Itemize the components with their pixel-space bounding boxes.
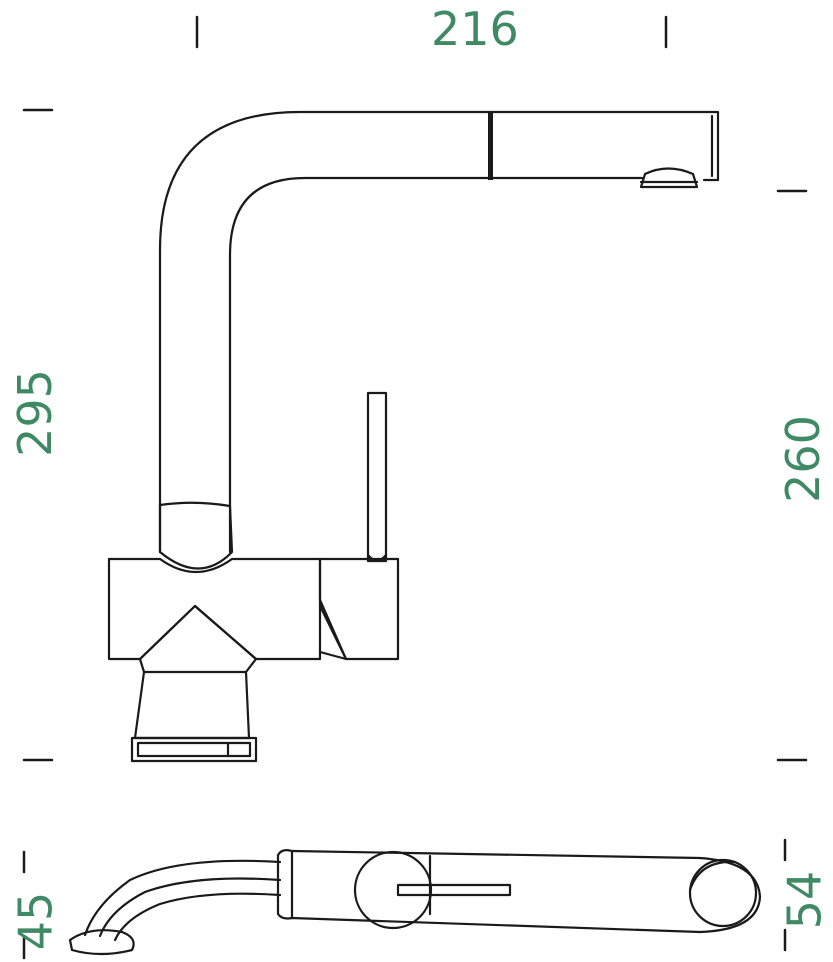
foot-ring <box>130 736 258 763</box>
top-spout-circle <box>688 858 758 928</box>
top-hose-inner <box>113 892 282 942</box>
spout-outer <box>158 110 720 507</box>
lever-housing-inner <box>318 598 348 661</box>
top-view <box>68 849 762 956</box>
aerator <box>639 167 699 189</box>
spout-inner <box>228 176 644 554</box>
top-body <box>276 849 762 934</box>
foot-ring-inner <box>136 741 252 758</box>
spout-collar <box>158 501 234 570</box>
top-cartridge <box>353 850 433 930</box>
dimension-width: 216 <box>431 2 519 56</box>
dimension-ticks <box>22 15 808 960</box>
top-hose-outer <box>83 859 282 937</box>
lever-housing <box>318 557 400 661</box>
lever-base <box>366 553 388 562</box>
lever-handle <box>366 391 388 563</box>
dimension-total-height: 295 <box>7 369 62 457</box>
dimension-spout-height: 260 <box>775 415 830 503</box>
top-spout-arc <box>688 860 737 892</box>
dimension-left-base: 45 <box>8 891 63 951</box>
top-lever-bar <box>396 883 512 897</box>
dimension-right-base: 54 <box>777 870 832 930</box>
base-lower <box>133 604 258 740</box>
top-spout-head <box>68 929 135 956</box>
side-view <box>107 110 720 763</box>
pullout-seam <box>488 112 493 180</box>
top-hose-mid <box>98 877 282 938</box>
body-block <box>107 557 322 661</box>
